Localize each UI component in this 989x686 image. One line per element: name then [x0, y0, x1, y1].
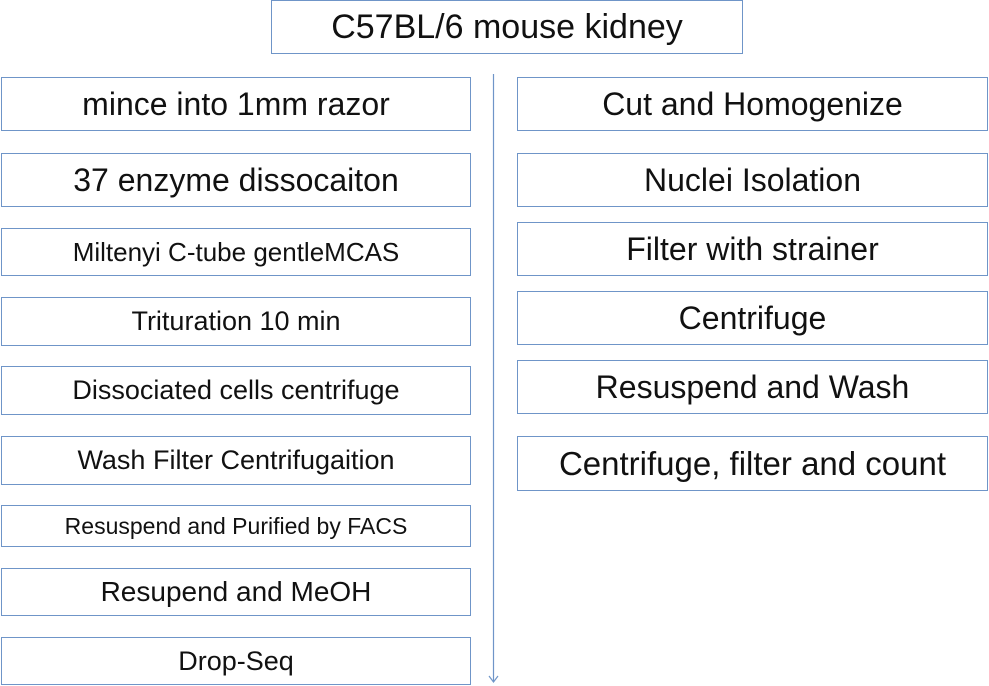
left-step-2: 37 enzyme dissocaiton: [1, 153, 471, 207]
left-step-3: Miltenyi C-tube gentleMCAS: [1, 228, 471, 276]
right-step-2: Nuclei Isolation: [517, 153, 988, 207]
right-step-5: Resuspend and Wash: [517, 360, 988, 414]
left-step-5: Dissociated cells centrifuge: [1, 366, 471, 415]
left-step-4: Trituration 10 min: [1, 297, 471, 346]
flow-arrow: [488, 74, 499, 683]
right-step-3: Filter with strainer: [517, 222, 988, 276]
right-step-6: Centrifuge, filter and count: [517, 436, 988, 491]
left-step-6: Wash Filter Centrifugaition: [1, 436, 471, 485]
left-step-1: mince into 1mm razor: [1, 77, 471, 131]
right-step-1: Cut and Homogenize: [517, 77, 988, 131]
left-step-7: Resuspend and Purified by FACS: [1, 505, 471, 547]
right-step-4: Centrifuge: [517, 291, 988, 345]
left-step-8: Resupend and MeOH: [1, 568, 471, 616]
left-step-9: Drop-Seq: [1, 637, 471, 685]
diagram-title: C57BL/6 mouse kidney: [271, 0, 743, 54]
flow-arrow-head: [488, 675, 499, 683]
